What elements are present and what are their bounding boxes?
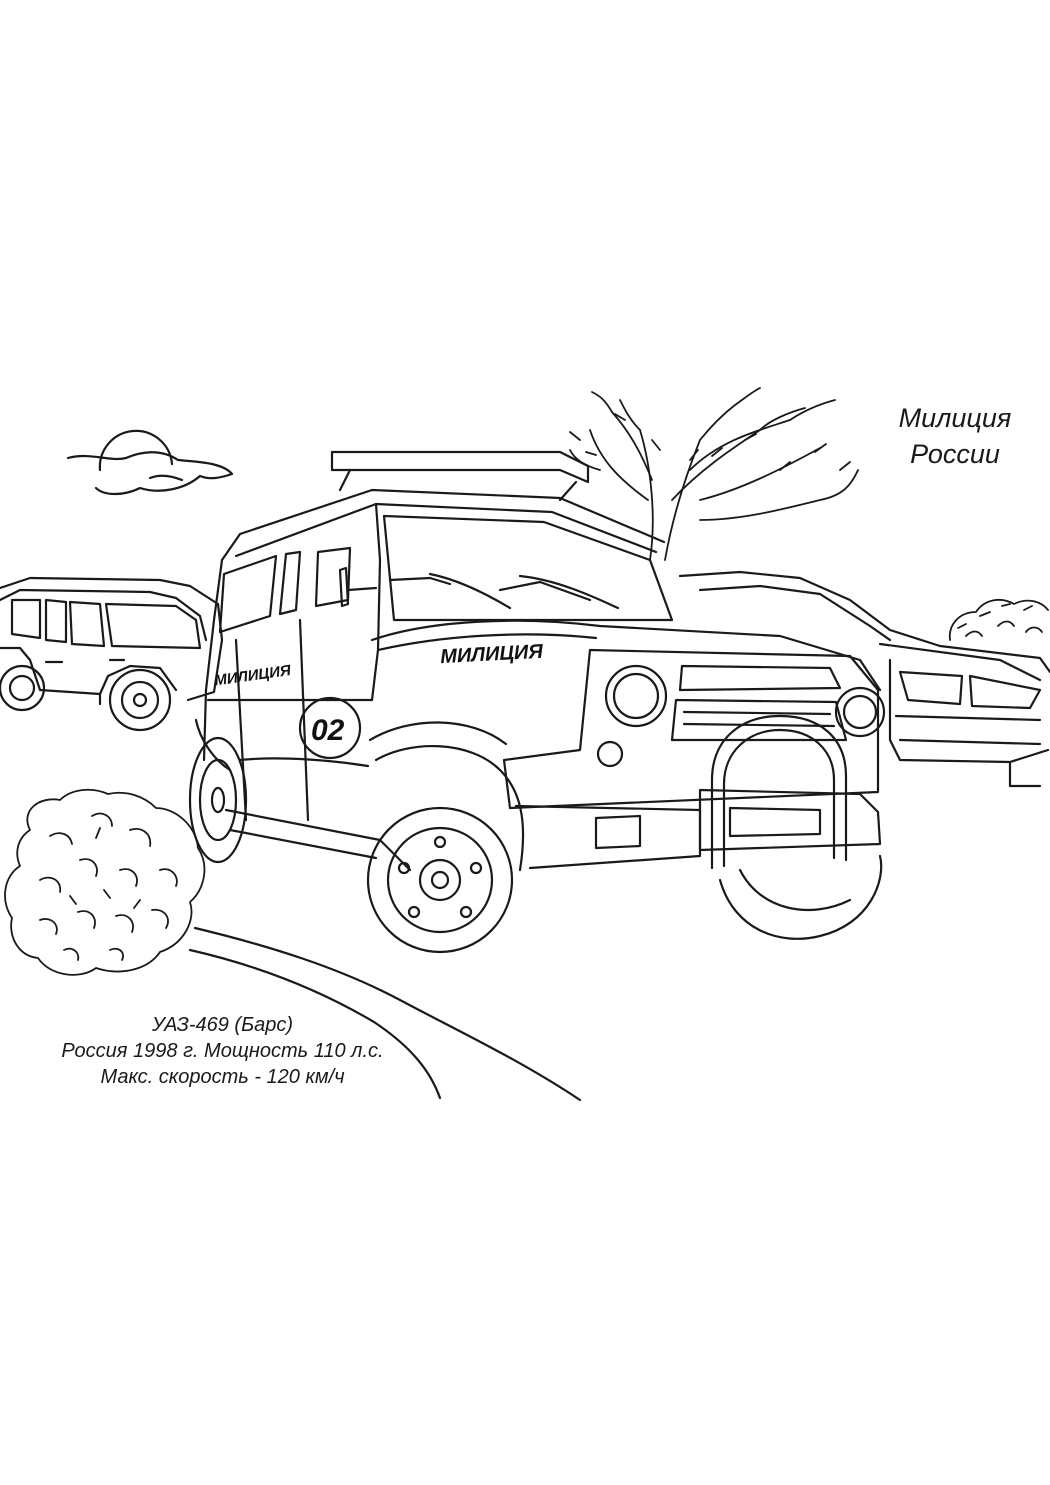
sun	[98, 429, 174, 472]
light-bar	[330, 450, 590, 484]
cloud	[66, 451, 234, 496]
cloud-line	[148, 474, 184, 482]
door-number: 02	[311, 714, 345, 747]
door-emblem	[298, 696, 362, 760]
page-title: Милиция России	[830, 400, 1050, 472]
headlight-right	[834, 686, 886, 738]
vehicle-caption: УАЗ-469 (Барс) Россия 1998 г. Мощность 1…	[0, 1012, 445, 1090]
right-wheel	[718, 854, 883, 940]
vehicle-model: УАЗ-469 (Барс)	[151, 1014, 294, 1036]
windshield	[382, 514, 674, 622]
background-suv	[0, 576, 224, 732]
side-police-text: МИЛИЦИЯ	[213, 662, 293, 690]
bush-right	[948, 598, 1049, 641]
sun-and-clouds	[66, 429, 234, 496]
main-uaz-vehicle: МИЛИЦИЯ МИЛИЦИЯ 02	[188, 450, 886, 954]
rear-wheel	[188, 736, 248, 864]
headlight-left	[604, 664, 668, 728]
bush-left	[4, 788, 206, 976]
mirror	[338, 566, 350, 608]
background-sedan	[678, 570, 1050, 788]
bull-bar	[710, 714, 848, 870]
tree	[569, 387, 859, 561]
front-wheel	[366, 806, 514, 954]
road	[188, 926, 582, 1102]
vehicle-details: Россия 1998 г. Мощность 110 л.с.	[61, 1040, 384, 1062]
hood-police-text: МИЛИЦИЯ	[440, 641, 544, 668]
vehicle-speed: Макс. скорость - 120 км/ч	[100, 1066, 345, 1088]
title-line-2: России	[910, 439, 1000, 469]
title-line-1: Милиция	[898, 403, 1012, 433]
grille	[502, 648, 880, 810]
